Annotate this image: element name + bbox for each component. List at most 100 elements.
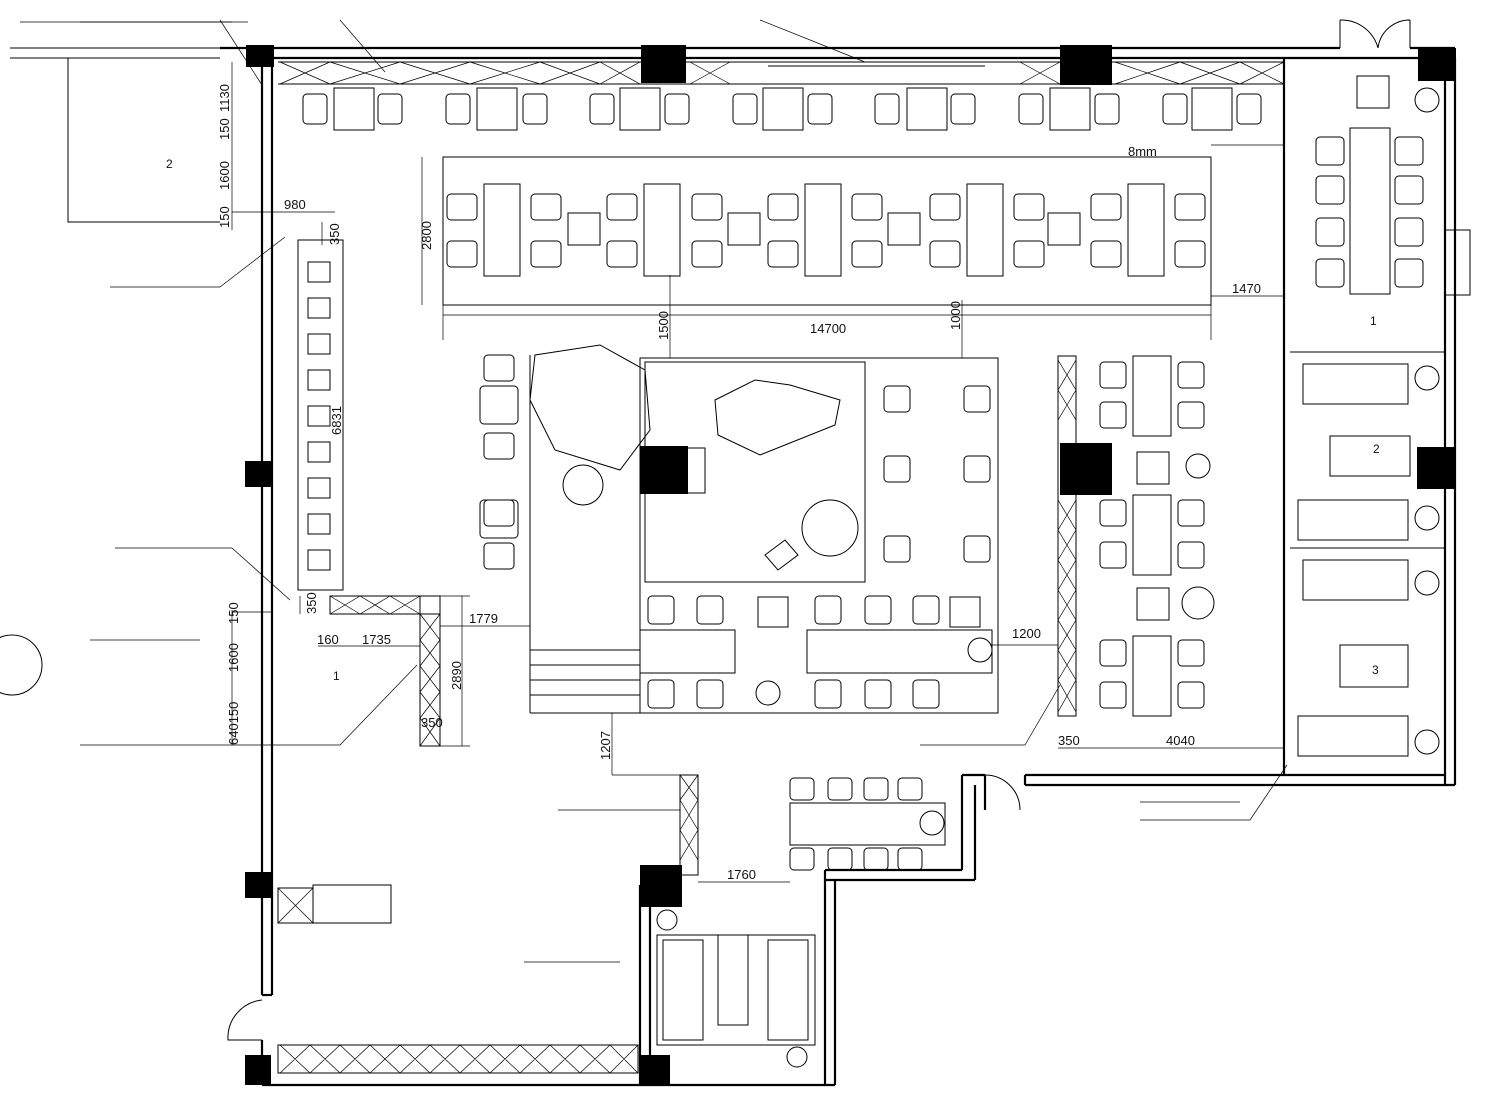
chair xyxy=(827,777,853,801)
chair xyxy=(302,93,328,125)
chair xyxy=(963,385,991,413)
planters xyxy=(0,75,1390,696)
column xyxy=(641,45,686,83)
dim-1130: 1130 xyxy=(217,84,232,112)
chair xyxy=(1394,175,1424,205)
column xyxy=(246,45,274,67)
chair xyxy=(1099,499,1127,527)
chair xyxy=(664,93,690,125)
chair xyxy=(912,679,940,709)
stair xyxy=(529,355,640,714)
chair xyxy=(1099,541,1127,569)
chair xyxy=(1018,93,1044,125)
chair xyxy=(929,193,961,221)
chair xyxy=(1013,240,1045,268)
dim-150: 150 xyxy=(217,118,232,140)
vip-room-label-2: 2 xyxy=(1373,442,1380,456)
chair xyxy=(883,455,911,483)
chair xyxy=(851,240,883,268)
dim-14700: 14700 xyxy=(810,321,846,336)
chair xyxy=(647,679,675,709)
dimension-lines xyxy=(20,19,1288,963)
chair xyxy=(767,240,799,268)
chair xyxy=(1394,258,1424,288)
right-booths xyxy=(1132,355,1172,717)
chair xyxy=(807,93,833,125)
chair xyxy=(1177,361,1205,389)
dim-4040: 4040 xyxy=(1166,733,1195,748)
chair xyxy=(377,93,403,125)
chair xyxy=(1177,639,1205,667)
chairs xyxy=(302,93,1424,871)
chair xyxy=(883,385,911,413)
vip-room-label-1: 1 xyxy=(1370,314,1377,328)
left-partition xyxy=(297,239,344,591)
chair xyxy=(696,595,724,625)
dim-1200: 1200 xyxy=(1012,626,1041,641)
dim-350: 350 xyxy=(304,592,319,614)
chair xyxy=(1099,639,1127,667)
column xyxy=(1060,443,1112,495)
chair xyxy=(483,354,515,382)
top-booth-row xyxy=(333,87,1233,131)
hatched-partitions xyxy=(277,355,1077,1074)
dim-1207: 1207 xyxy=(598,731,613,760)
chair xyxy=(1090,240,1122,268)
room-label-2: 2 xyxy=(166,157,173,171)
dim-1735: 1735 xyxy=(362,632,391,647)
chair xyxy=(963,535,991,563)
dim-350: 350 xyxy=(327,223,342,245)
structural-columns xyxy=(245,45,1456,1085)
chair xyxy=(530,193,562,221)
exterior-walls xyxy=(220,46,1457,1087)
dim-1470: 1470 xyxy=(1232,281,1261,296)
chair xyxy=(929,240,961,268)
chair xyxy=(1177,401,1205,429)
chair xyxy=(530,240,562,268)
dim-1000: 1000 xyxy=(948,301,963,330)
chair xyxy=(445,93,471,125)
chair xyxy=(647,595,675,625)
chair xyxy=(446,240,478,268)
chair xyxy=(1099,681,1127,709)
chair xyxy=(1177,681,1205,709)
chair xyxy=(606,193,638,221)
dim-980: 980 xyxy=(284,197,306,212)
chair xyxy=(950,93,976,125)
chair xyxy=(1315,258,1345,288)
top-window-band xyxy=(278,61,1285,85)
left-annex xyxy=(10,47,220,223)
column xyxy=(640,1055,670,1085)
doors xyxy=(227,19,1471,1041)
chair xyxy=(483,432,515,460)
stage-area xyxy=(639,357,999,714)
vip-rooms xyxy=(1282,58,1445,775)
chair xyxy=(1094,93,1120,125)
column xyxy=(1417,447,1455,489)
central-dining-area xyxy=(442,156,1212,306)
dim-8mm: 8mm xyxy=(1128,144,1157,159)
chair xyxy=(1174,193,1206,221)
room-labels: 2 1 1 2 3 xyxy=(166,157,1380,683)
bar-counters xyxy=(639,629,993,674)
chair xyxy=(912,595,940,625)
chair xyxy=(874,93,900,125)
dim-1600: 1600 xyxy=(226,643,241,672)
chair xyxy=(522,93,548,125)
chair xyxy=(483,499,515,527)
chair xyxy=(606,240,638,268)
chair xyxy=(963,455,991,483)
room-label-1: 1 xyxy=(333,669,340,683)
chair xyxy=(1394,217,1424,247)
chair xyxy=(883,535,911,563)
chair xyxy=(1177,499,1205,527)
chair xyxy=(897,847,923,871)
chair xyxy=(1099,401,1127,429)
dim-160: 160 xyxy=(317,632,339,647)
chair xyxy=(864,595,892,625)
dim-1600: 1600 xyxy=(217,161,232,190)
vip-room-label-3: 3 xyxy=(1372,663,1379,677)
column xyxy=(640,446,688,494)
chair xyxy=(863,777,889,801)
